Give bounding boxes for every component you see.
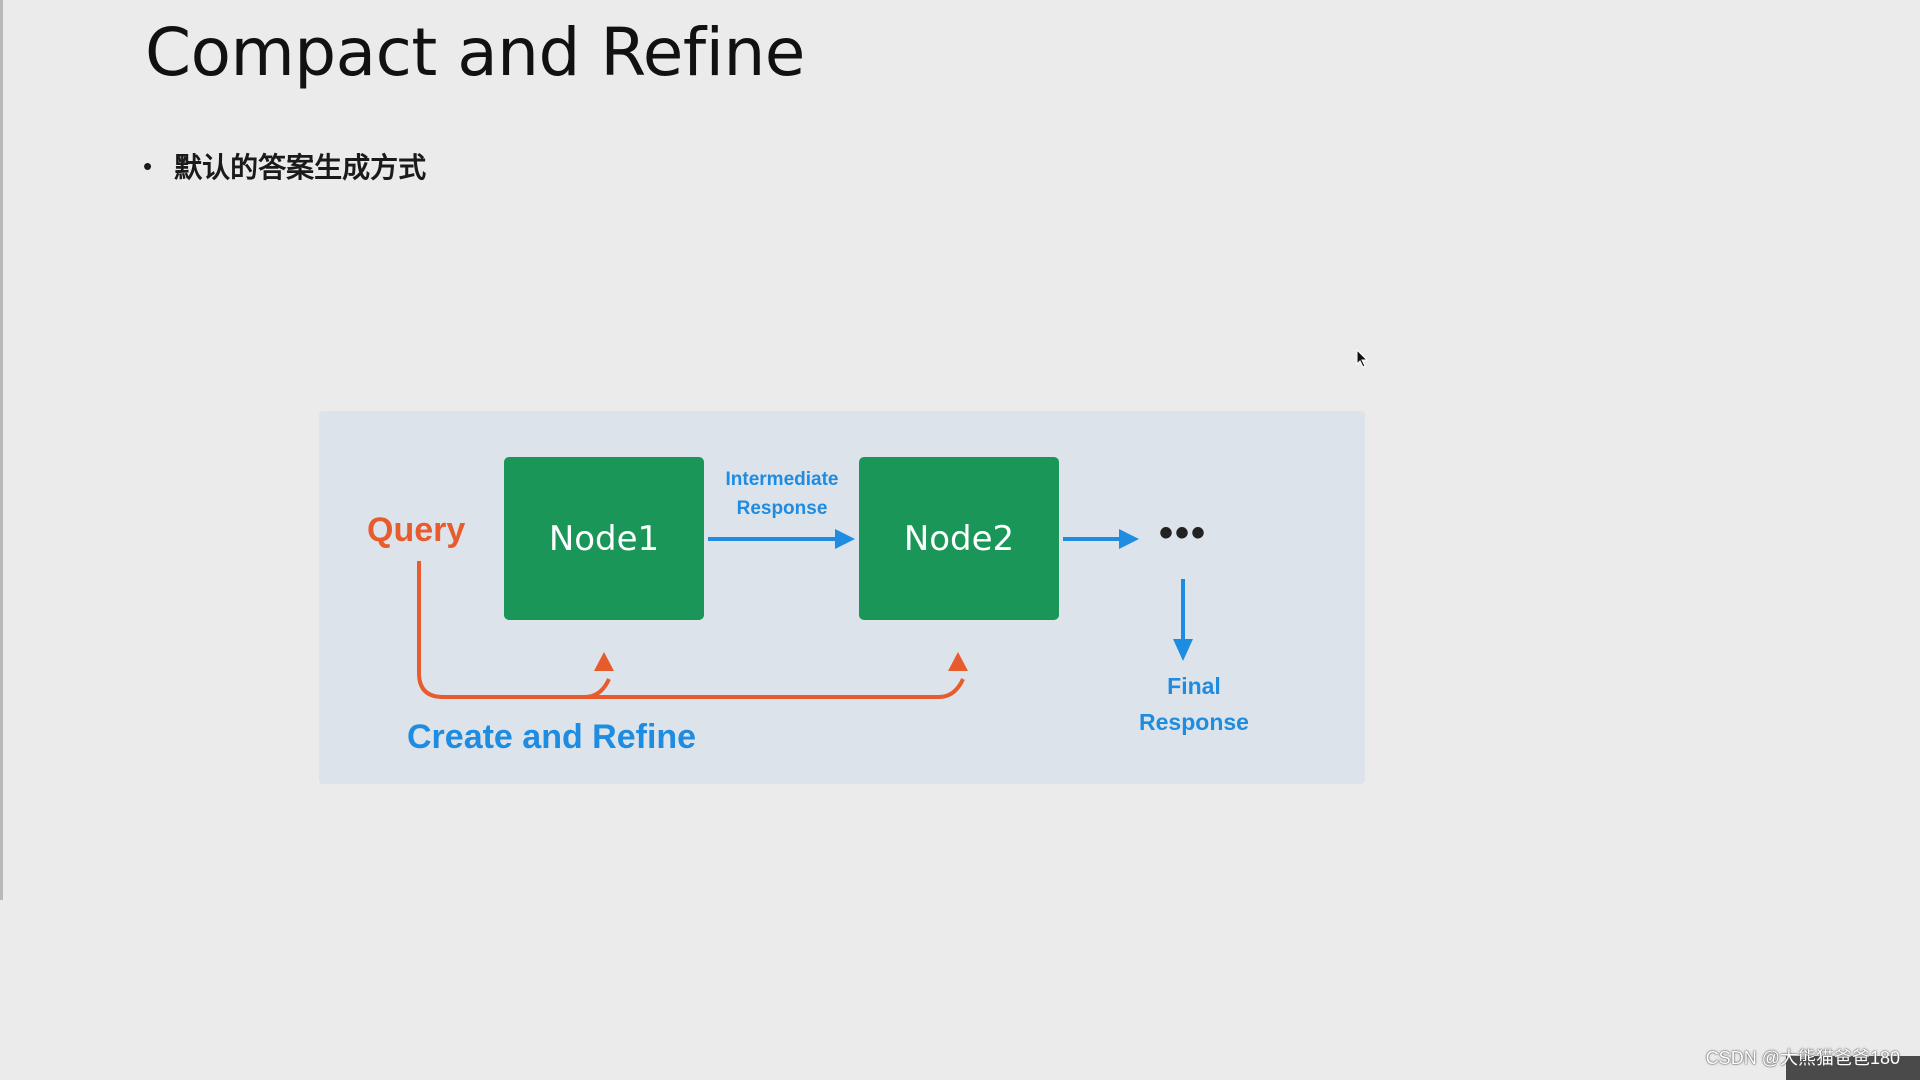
intermediate-response-label: Intermediate Response bbox=[712, 465, 852, 523]
bullet-marker: • bbox=[143, 150, 153, 181]
intermediate-line2: Response bbox=[736, 498, 828, 519]
query-label: Query bbox=[367, 511, 466, 549]
diagram-caption: Create and Refine bbox=[407, 718, 697, 756]
final-line1: Final bbox=[1167, 673, 1221, 699]
csdn-watermark: CSDN @大熊猫爸爸180 bbox=[1705, 1048, 1900, 1068]
node1-label: Node1 bbox=[548, 518, 660, 559]
left-edge-divider bbox=[0, 0, 3, 900]
continue-arrowhead bbox=[1119, 529, 1139, 549]
node1-box: Node1 bbox=[504, 457, 704, 620]
intermediate-arrowhead bbox=[835, 529, 855, 549]
bullet-item: • 默认的答案生成方式 bbox=[143, 146, 426, 186]
node1-up-arrowhead bbox=[594, 652, 614, 671]
final-line2: Response bbox=[1139, 709, 1249, 735]
node2-up-arrowhead bbox=[948, 652, 968, 671]
final-arrowhead bbox=[1173, 639, 1193, 661]
slide-title: Compact and Refine bbox=[145, 14, 805, 91]
node2-label: Node2 bbox=[903, 518, 1015, 559]
refine-diagram: Query Node1 Intermediate Response Node2 … bbox=[319, 411, 1365, 784]
query-feedback-path bbox=[417, 561, 611, 699]
diagram-arrows bbox=[417, 529, 1193, 699]
mouse-pointer-icon bbox=[1356, 349, 1369, 368]
intermediate-line1: Intermediate bbox=[725, 469, 839, 490]
final-response-label: Final Response bbox=[1119, 668, 1269, 740]
node2-box: Node2 bbox=[859, 457, 1059, 620]
ellipsis-more: ••• bbox=[1159, 511, 1208, 555]
query-to-node2-path bbox=[585, 678, 965, 699]
video-timestamp-overlay bbox=[1786, 1056, 1920, 1080]
bullet-text: 默认的答案生成方式 bbox=[174, 152, 427, 183]
